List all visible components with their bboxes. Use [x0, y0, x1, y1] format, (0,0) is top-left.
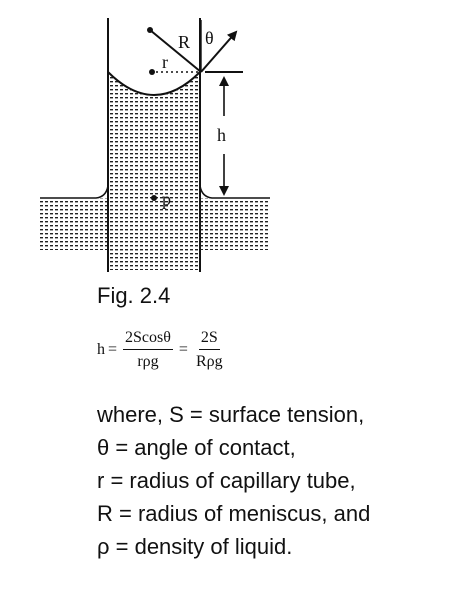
reservoir-liquid-left — [40, 198, 108, 250]
definition-line: R = radius of meniscus, and — [97, 501, 371, 526]
label-p: p — [162, 189, 171, 209]
figure-caption: Fig. 2.4 — [97, 283, 171, 308]
liquid-column — [108, 72, 200, 270]
capillary-rise-formula: h = 2Scosθ rρg = 2S Rρg — [97, 322, 228, 378]
definition-line: ρ = density of liquid. — [97, 534, 293, 559]
tube-center-point — [149, 69, 155, 75]
label-R: R — [178, 32, 190, 52]
fraction-2-numerator: 2S — [198, 329, 220, 350]
fraction-2-denominator: Rρg — [195, 353, 223, 370]
meniscus-center-point — [147, 27, 153, 33]
label-r: r — [162, 52, 168, 72]
point-p — [151, 195, 157, 201]
reservoir-liquid-right — [200, 198, 270, 250]
label-theta: θ — [205, 28, 214, 48]
formula-equals-2: = — [178, 341, 188, 358]
label-h: h — [217, 125, 226, 145]
definition-line: θ = angle of contact, — [97, 435, 296, 460]
formula-lhs: h — [97, 341, 105, 358]
formula-equals-1: = — [108, 341, 118, 358]
tangent-arrow — [200, 30, 238, 73]
fraction-1-denominator: rρg — [137, 353, 159, 370]
formula-fraction-1: 2Scosθ rρg — [123, 329, 173, 371]
formula-fraction-2: 2S Rρg — [194, 329, 225, 371]
symbol-definitions: where, S = surface tension, θ = angle of… — [97, 398, 370, 563]
capillary-rise-diagram: R θ r h p — [40, 18, 270, 272]
surface-line-right — [199, 185, 270, 199]
definition-line: r = radius of capillary tube, — [97, 468, 356, 493]
meniscus-curve — [107, 71, 201, 96]
surface-line-left — [40, 185, 109, 199]
fraction-1-numerator: 2Scosθ — [123, 329, 173, 350]
definition-line: where, S = surface tension, — [97, 402, 365, 427]
radius-meniscus-line — [149, 29, 202, 73]
